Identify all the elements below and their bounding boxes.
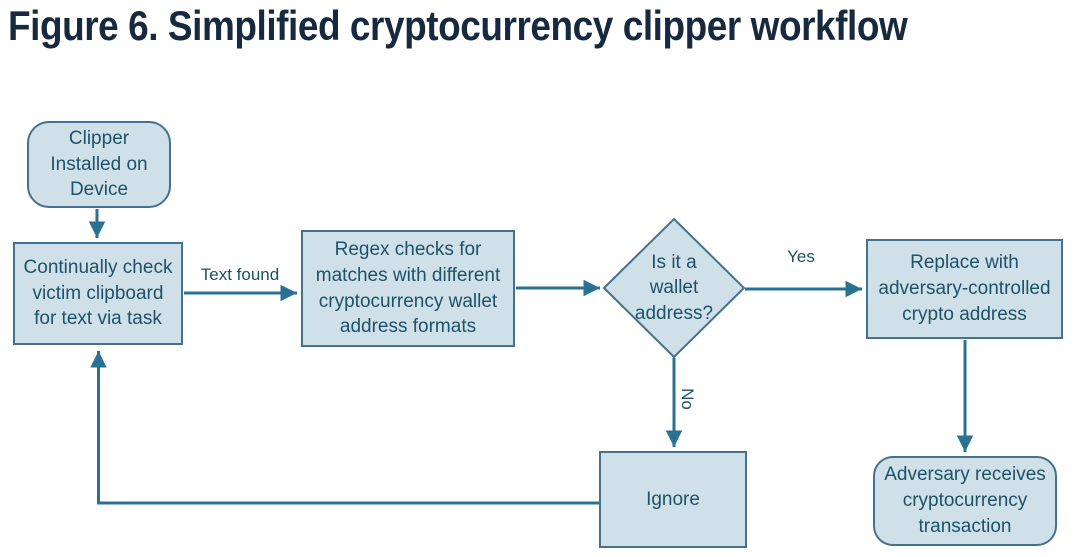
edge-label-yes: Yes [787,247,815,266]
figure-title: Figure 6. Simplified cryptocurrency clip… [8,2,908,49]
node-continually-check-label: Continually check victim clipboard for t… [23,256,173,330]
node-adversary-receives-label: Adversary receives cryptocurrency transa… [884,464,1046,537]
node-clipper-installed: Clipper Installed on Device [27,121,171,208]
node-regex-checks-label: Regex checks for matches with different … [315,238,501,338]
node-clipper-installed-label: Clipper Installed on Device [50,127,148,201]
edge-ignore-to-check-loop [90,351,600,505]
node-replace-address-label: Replace with adversary-controlled crypto… [878,252,1051,325]
node-ignore: Ignore [599,451,747,548]
node-replace-address: Replace with adversary-controlled crypto… [866,239,1063,339]
node-adversary-receives: Adversary receives cryptocurrency transa… [873,456,1057,546]
node-wallet-decision: Is it a wallet address? [609,243,739,333]
edge-label-text-found: Text found [200,265,280,284]
node-wallet-decision-label: Is it a wallet address? [634,252,714,324]
edge-label-no: No [678,388,697,410]
node-continually-check: Continually check victim clipboard for t… [13,242,183,345]
node-ignore-label: Ignore [646,488,700,510]
decision-diamond-shape [602,217,746,359]
node-regex-checks: Regex checks for matches with different … [301,230,515,347]
